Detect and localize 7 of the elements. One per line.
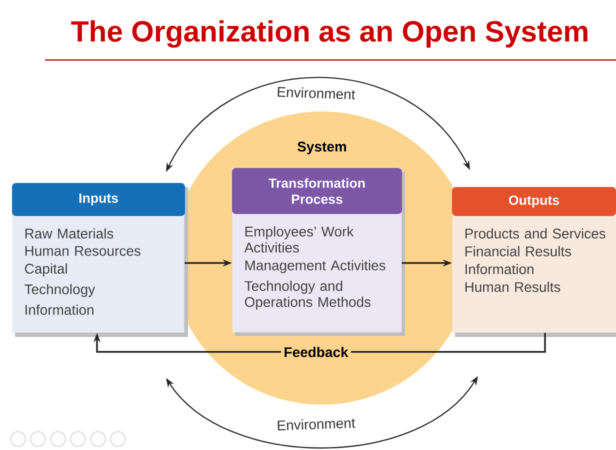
title: The Organization as an Open System [71,20,588,48]
edge-label: Feedback [281,344,351,360]
process-box: Inputs Raw Materials Human Resources Capital Technology Information [12,183,188,337]
environment-label: Environment [278,418,356,430]
environment-label: Environment [278,87,356,100]
process-box: Outputs Products and Services Financial Results Information Human Results [452,187,616,337]
process-box: Transformation Process Employees’ Work Activities Management Activities Technology and Operations Methods [232,168,405,336]
